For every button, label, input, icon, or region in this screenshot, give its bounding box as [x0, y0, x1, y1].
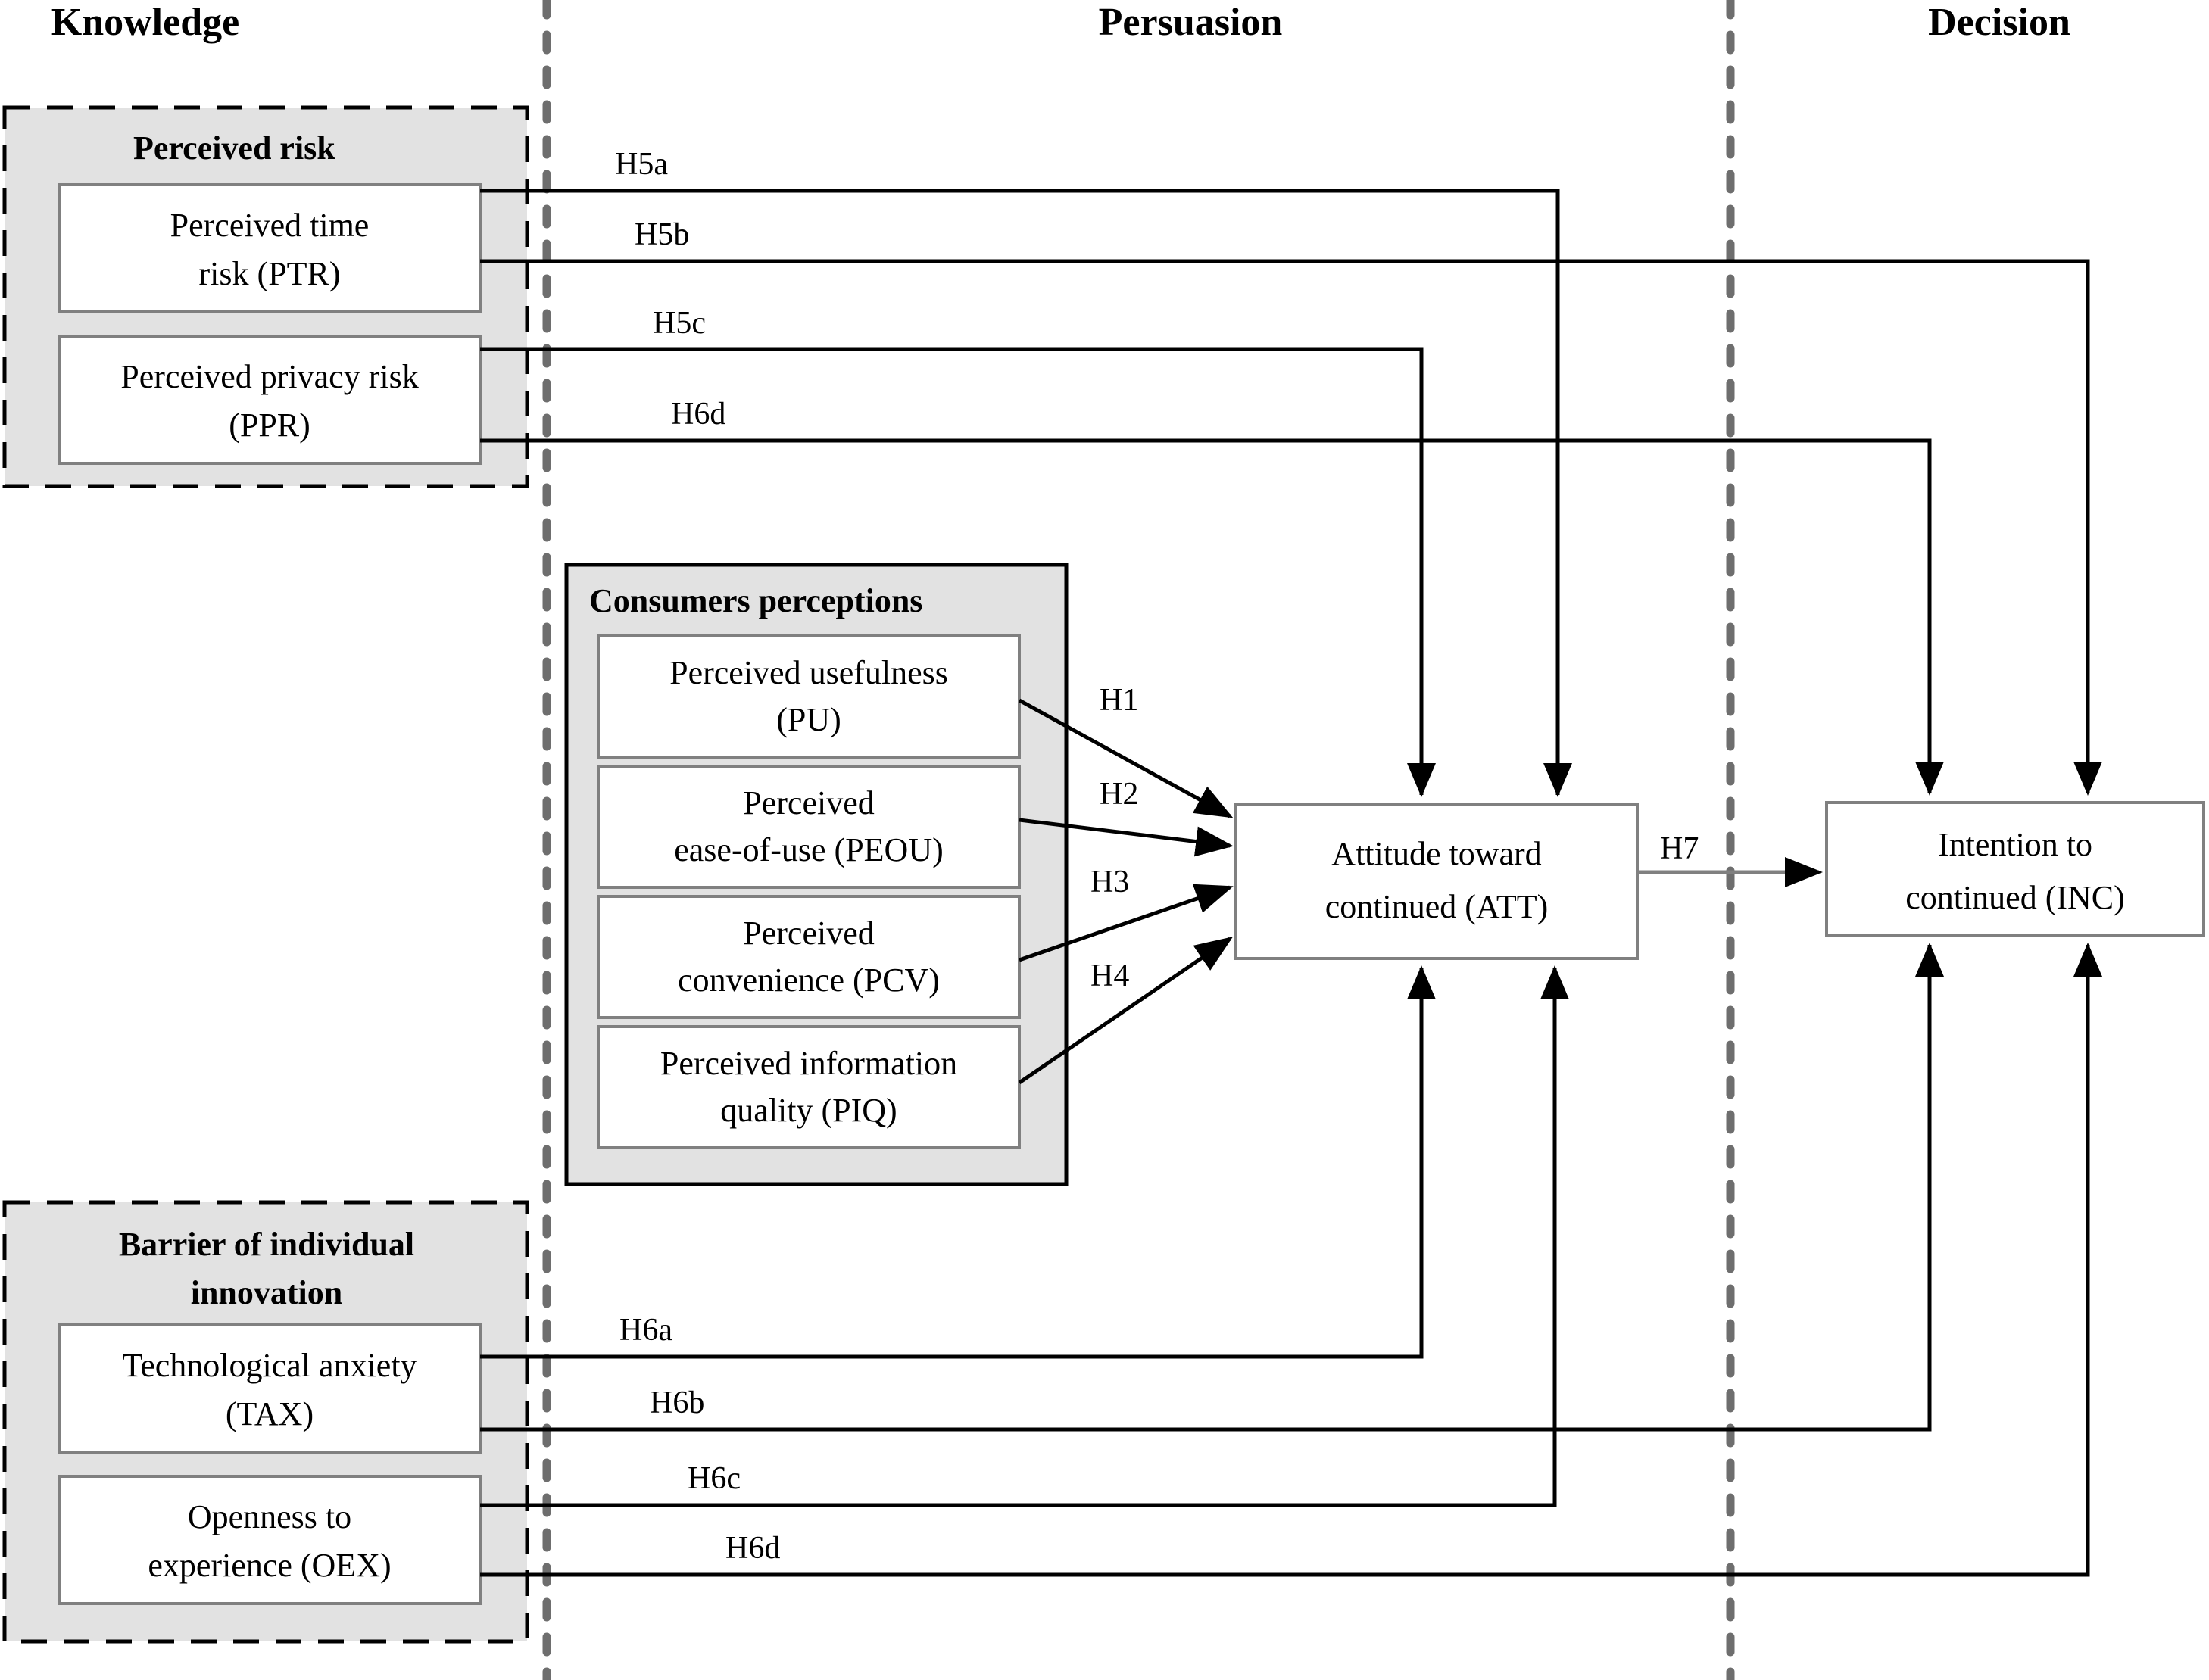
node-peou-box [597, 765, 1021, 889]
node-inc: Intention to continued (INC) [1825, 801, 2205, 937]
node-att: Attitude toward continued (ATT) [1234, 803, 1639, 960]
node-pcv-label-1: Perceived [743, 915, 874, 952]
node-inc-label-1: Intention to [1938, 826, 2092, 863]
link-h1 [1018, 698, 1234, 818]
hypothesis-label-h5b: H5b [635, 217, 689, 252]
consumers-perceptions-group-title: Consumers perceptions [589, 582, 922, 619]
node-ptr-box [58, 183, 482, 313]
link-h2 [1019, 818, 1234, 857]
group-consumers-perceptions: Consumers perceptions Perceived usefulne… [564, 563, 1069, 1186]
node-pcv-box [597, 895, 1021, 1019]
phase-title-decision: Decision [1928, 1, 2070, 44]
node-pu-label-1: Perceived usefulness [669, 654, 948, 691]
barrier-group-title-1: Barrier of individual [119, 1226, 414, 1263]
node-piq: Perceived information quality (PIQ) [597, 1025, 1021, 1149]
link-h6b [480, 942, 1944, 1432]
node-ppr: Perceived privacy risk (PPR) [58, 335, 482, 465]
hypothesis-label-h6d-top: H6d [671, 397, 725, 432]
node-pu-label-2: (PU) [776, 701, 841, 738]
node-pu-box [597, 634, 1021, 759]
barrier-group-title-2: innovation [191, 1274, 343, 1311]
node-tax-box [58, 1323, 482, 1454]
node-peou-label-1: Perceived [743, 784, 874, 821]
node-tax-label-2: (TAX) [226, 1395, 314, 1432]
node-tax-label-1: Technological anxiety [122, 1347, 417, 1384]
node-inc-label-2: continued (INC) [1905, 879, 2125, 916]
node-ptr-label-2: risk (PTR) [199, 255, 341, 292]
node-oex-label-1: Openness to [188, 1498, 351, 1535]
node-ptr-label-1: Perceived time [170, 207, 370, 244]
node-piq-box [597, 1025, 1021, 1149]
node-tax: Technological anxiety (TAX) [58, 1323, 482, 1454]
hypothesis-label-h5c: H5c [653, 306, 706, 341]
node-piq-label-2: quality (PIQ) [720, 1092, 897, 1129]
link-h5c [480, 347, 1436, 798]
node-ptr: Perceived time risk (PTR) [58, 183, 482, 313]
node-ppr-label-1: Perceived privacy risk [120, 358, 418, 395]
link-h6c [480, 965, 1569, 1507]
node-peou: Perceived ease-of-use (PEOU) [597, 765, 1021, 889]
link-h4 [1018, 937, 1234, 1085]
hypothesis-label-h4: H4 [1090, 958, 1129, 993]
hypothesis-label-h6c: H6c [688, 1461, 741, 1496]
link-h5a [480, 189, 1572, 798]
group-barrier-of-individual-innovation: Barrier of individual innovation Technol… [2, 1200, 529, 1644]
group-perceived-risk: Perceived risk Perceived time risk (PTR)… [2, 105, 529, 488]
hypothesis-label-h1: H1 [1100, 683, 1138, 718]
hypothesis-label-h6b: H6b [650, 1385, 704, 1420]
perceived-risk-group-title: Perceived risk [133, 129, 335, 167]
link-h3 [1019, 884, 1234, 962]
phase-title-knowledge: Knowledge [51, 1, 239, 44]
link-h5b [480, 259, 2102, 796]
link-h6d-bottom [480, 942, 2102, 1577]
hypothesis-label-h2: H2 [1100, 777, 1138, 812]
node-pu: Perceived usefulness (PU) [597, 634, 1021, 759]
node-pcv: Perceived convenience (PCV) [597, 895, 1021, 1019]
node-piq-label-1: Perceived information [660, 1045, 957, 1082]
node-pcv-label-2: convenience (PCV) [678, 962, 940, 999]
hypothesis-label-h5a: H5a [615, 147, 668, 182]
node-oex: Openness to experience (OEX) [58, 1475, 482, 1605]
hypothesis-label-h6a: H6a [619, 1313, 672, 1348]
node-ppr-box [58, 335, 482, 465]
node-peou-label-2: ease-of-use (PEOU) [674, 831, 944, 868]
link-h6d-top [480, 438, 1944, 796]
hypothesis-label-h6d-bottom: H6d [725, 1531, 780, 1566]
phase-title-persuasion: Persuasion [1099, 1, 1283, 44]
node-inc-box [1825, 801, 2205, 937]
node-oex-box [58, 1475, 482, 1605]
node-att-label-2: continued (ATT) [1325, 888, 1548, 925]
node-att-box [1234, 803, 1639, 960]
node-ppr-label-2: (PPR) [229, 407, 310, 444]
node-att-label-1: Attitude toward [1331, 835, 1541, 872]
node-oex-label-2: experience (OEX) [148, 1547, 391, 1584]
hypothesis-label-h7: H7 [1660, 831, 1699, 866]
hypothesis-label-h3: H3 [1090, 865, 1129, 899]
link-h6a [480, 965, 1436, 1359]
